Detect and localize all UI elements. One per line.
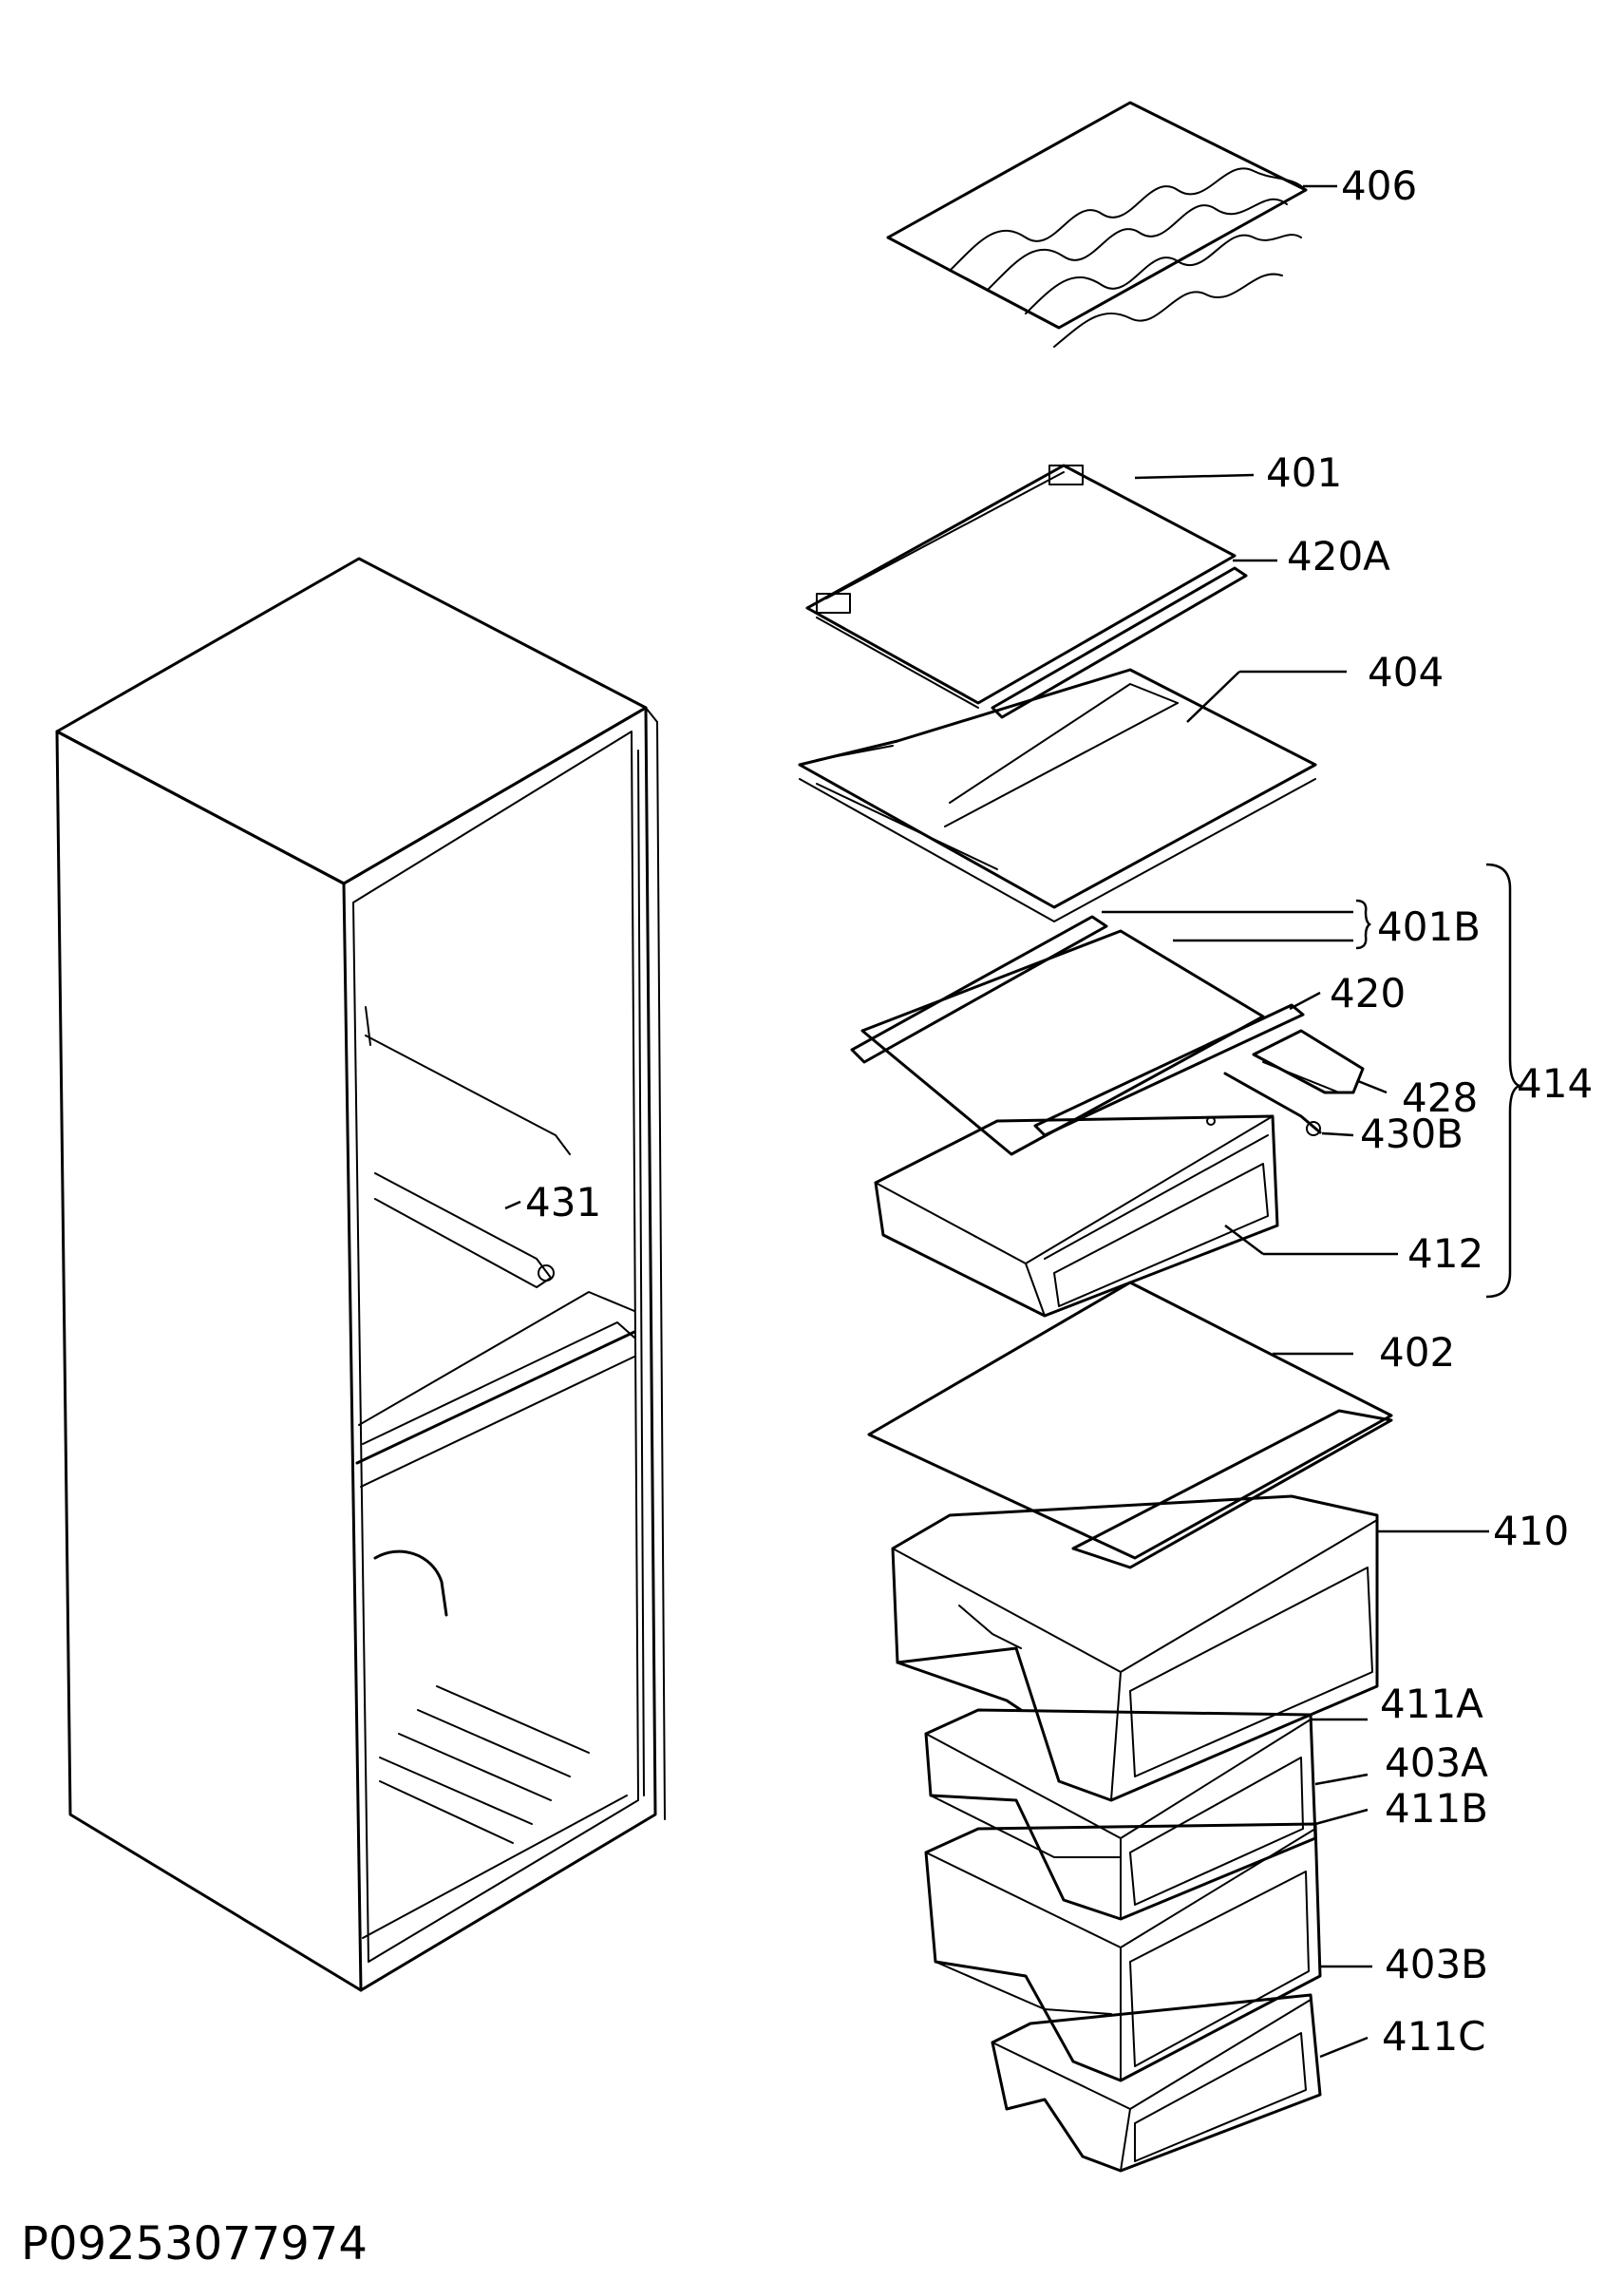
leader-428 — [1357, 1079, 1388, 1094]
callout-404: 404 — [1368, 649, 1444, 695]
leader-430B — [1321, 1131, 1354, 1137]
part-404-shelf — [798, 668, 1317, 922]
callout-403A: 403A — [1385, 1739, 1488, 1786]
callout-412: 412 — [1407, 1230, 1483, 1277]
part-402-glass-shelf — [867, 1281, 1393, 1569]
callout-420A: 420A — [1287, 533, 1390, 580]
callout-431: 431 — [525, 1179, 601, 1226]
callout-401B: 401B — [1377, 903, 1481, 950]
part-412-drawer — [874, 1114, 1279, 1318]
part-401-glass-shelf — [805, 464, 1237, 709]
part-420-trim — [1033, 1003, 1305, 1137]
callout-410: 410 — [1493, 1508, 1569, 1554]
leader-431 — [504, 1200, 521, 1210]
part-411B-drawer — [924, 1822, 1322, 2082]
leader-401 — [1134, 473, 1255, 480]
leader-412 — [1224, 1225, 1264, 1255]
part-410-drawer — [891, 1494, 1379, 1802]
fridge-cabinet — [55, 557, 666, 1992]
callout-428: 428 — [1402, 1074, 1478, 1121]
brace-414 — [1485, 863, 1524, 1299]
callout-414: 414 — [1517, 1060, 1593, 1107]
callout-403B: 403B — [1385, 1941, 1488, 1987]
drawing-code: P09253077974 — [21, 2217, 368, 2270]
callout-430B: 430B — [1360, 1111, 1463, 1157]
callout-411A: 411A — [1380, 1681, 1483, 1727]
part-430B-roller — [1223, 1072, 1322, 1136]
part-401B-glass — [850, 915, 1265, 1156]
leader-403A — [1314, 1773, 1369, 1786]
callout-402: 402 — [1379, 1329, 1455, 1376]
part-406-bottle-rack — [886, 101, 1308, 348]
leader-411B — [1314, 1808, 1369, 1826]
callout-401: 401 — [1266, 449, 1342, 496]
part-420A-trim — [991, 566, 1248, 719]
part-411C-drawer — [991, 1993, 1322, 2173]
callout-411B: 411B — [1385, 1785, 1488, 1832]
part-428-rail — [1252, 1029, 1365, 1094]
leader-404 — [1186, 671, 1240, 723]
leader-420 — [1289, 991, 1321, 1011]
part-411A-drawer — [924, 1708, 1317, 1921]
callout-411C: 411C — [1382, 2013, 1486, 2060]
callout-406: 406 — [1341, 162, 1417, 209]
leader-411C — [1319, 2036, 1369, 2059]
callout-420: 420 — [1330, 970, 1406, 1016]
brace-401B — [1355, 899, 1372, 950]
